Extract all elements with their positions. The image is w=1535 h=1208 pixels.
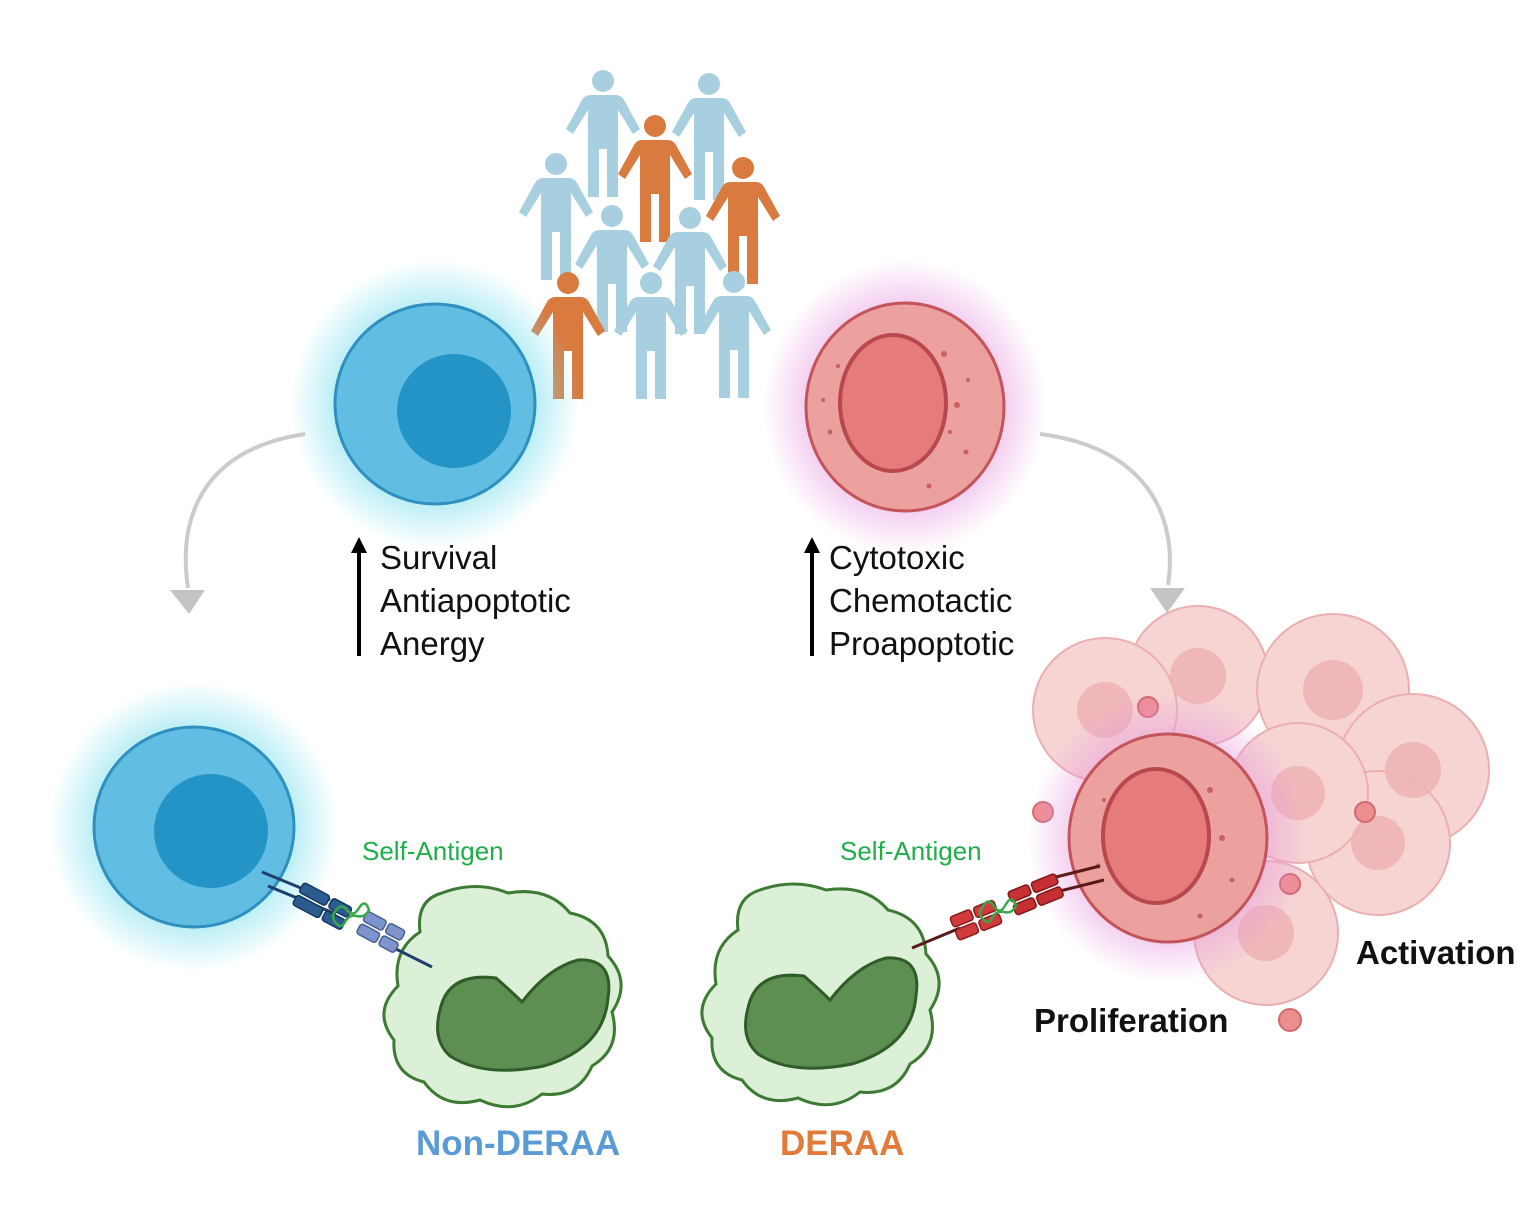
right-effects-list: Cytotoxic Chemotactic Proapoptotic [829, 536, 1014, 665]
cell-nucleus [436, 958, 611, 1072]
cell-granules [821, 351, 970, 489]
arrow-right [1039, 432, 1172, 586]
cell-nucleus [838, 333, 948, 473]
arrow-left [183, 432, 306, 589]
regulatory-t-cell-bottom [49, 682, 339, 972]
left-effect-survival: Survival [380, 539, 498, 576]
group-label-non-deraa: Non-DERAA [416, 1124, 621, 1163]
up-arrow-left-head [351, 537, 367, 553]
activation-label: Activation [1356, 934, 1516, 971]
up-arrow-right-head [804, 537, 820, 553]
tcr-mhc-complex-right [911, 864, 1105, 950]
left-effect-antiapoptotic: Antiapoptotic [380, 582, 571, 619]
self-antigen-label-left: Self-Antigen [362, 836, 504, 866]
right-effect-chemotactic: Chemotactic [829, 582, 1013, 619]
tcr-mhc-complex-left [261, 870, 433, 969]
cell-nucleus [744, 956, 919, 1070]
self-antigen-label-right: Self-Antigen [840, 836, 982, 866]
proliferation-label: Proliferation [1034, 1002, 1229, 1039]
person-icon [697, 271, 771, 398]
regulatory-t-cell-top [290, 259, 580, 549]
right-effect-cytotoxic: Cytotoxic [829, 539, 965, 576]
self-antigen-peptide [978, 898, 1018, 924]
antigen-presenting-cell-right [700, 882, 941, 1107]
left-effects-list: Survival Antiapoptotic Anergy [380, 536, 571, 665]
transition-arrows [170, 432, 1185, 614]
cell-nucleus [397, 354, 511, 468]
antigen-presenting-cell-left [382, 885, 623, 1109]
left-effect-anergy: Anergy [380, 625, 485, 662]
arrow-left-head [170, 590, 205, 614]
self-antigen-peptide [331, 902, 371, 928]
upregulation-arrows [351, 537, 820, 656]
cell-nucleus [154, 774, 268, 888]
effector-t-cell-top [763, 259, 1047, 555]
person-icon [672, 73, 746, 200]
right-effect-proapoptotic: Proapoptotic [829, 625, 1015, 662]
arrow-right-head [1150, 588, 1185, 613]
person-icon [566, 70, 640, 197]
group-label-deraa: DERAA [780, 1124, 905, 1163]
cell-nucleus [1101, 767, 1211, 905]
effector-t-cell-bottom [1028, 692, 1308, 984]
